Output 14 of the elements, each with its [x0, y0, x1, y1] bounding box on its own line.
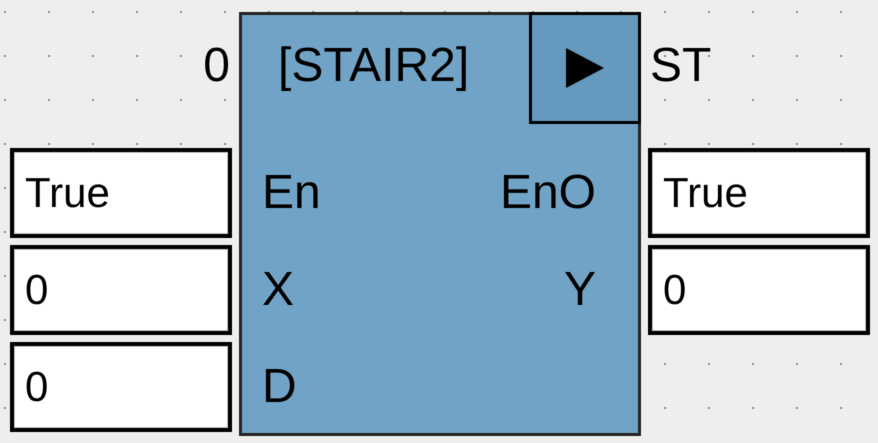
tag-label: ST	[650, 38, 712, 94]
value-field: True	[10, 148, 232, 238]
block-title: [STAIR2]	[278, 38, 470, 94]
value-field: 0	[10, 245, 232, 335]
output-pin-label: EnO	[500, 165, 596, 221]
value-field: 0	[648, 245, 870, 335]
input-pin-label: En	[262, 165, 321, 221]
input-pin-label: D	[262, 359, 297, 415]
function-block	[239, 12, 641, 436]
value-field: 0	[10, 342, 232, 432]
number-label: 0	[203, 38, 230, 94]
input-pin-label: X	[262, 262, 294, 318]
output-pin-label: Y	[564, 262, 596, 318]
value-field: True	[648, 148, 870, 238]
